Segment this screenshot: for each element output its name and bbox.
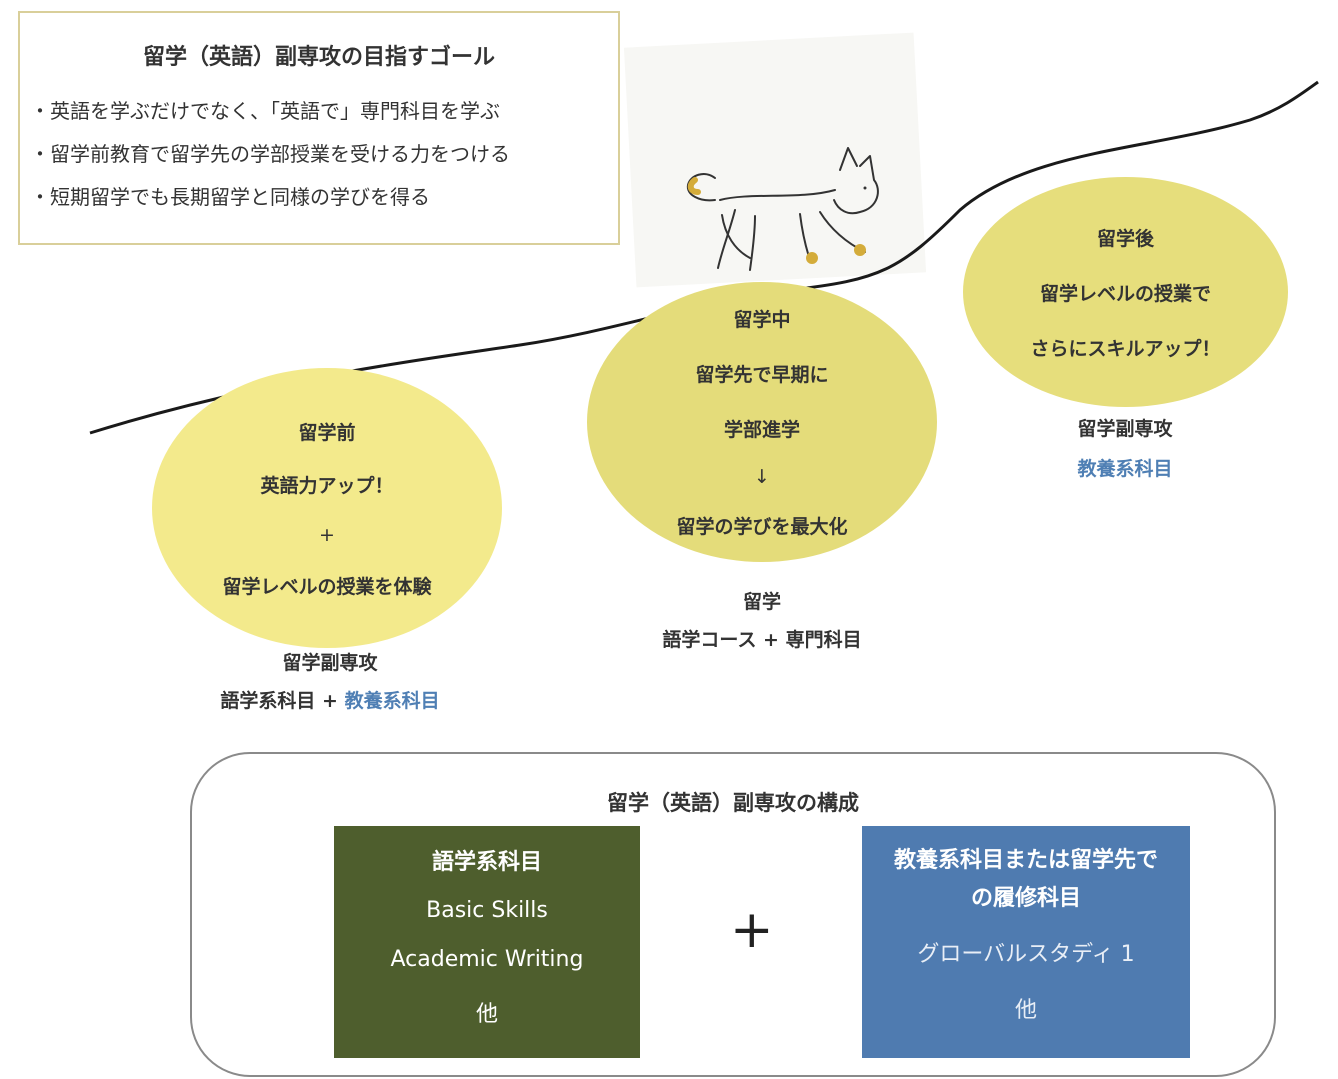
structure-title: 留学（英語）副専攻の構成: [607, 791, 859, 815]
stage-after-line: さらにスキルアップ！: [1030, 337, 1221, 360]
language-course-item: Basic Skills: [426, 898, 548, 923]
stage-before-line: 留学レベルの授業を体験: [222, 575, 432, 598]
stage-before-caption: 語学系科目 + 教養系科目: [180, 686, 480, 713]
stage-during-arrow: ↓: [754, 466, 770, 488]
goal-item: ・短期留学でも長期留学と同様の学びを得る: [30, 185, 430, 209]
caption-blue-text: 教養系科目: [344, 690, 440, 712]
liberal-arts-course-item: グローバルスタディ 1: [917, 942, 1135, 967]
structure-container: [190, 752, 1276, 1077]
stage-during-caption-title: 留学: [742, 591, 781, 613]
language-course-item: 他: [475, 1002, 498, 1027]
liberal-arts-courses-box: 教養系科目または留学先での履修科目 グローバルスタディ 1 他: [862, 826, 1190, 1058]
liberal-arts-courses-title: 教養系科目または留学先での履修科目: [893, 848, 1158, 911]
stage-before-line: 英語力アップ！: [260, 474, 394, 497]
stage-during-line: 学部進学: [723, 419, 800, 441]
stage-before-ellipse: 留学前 英語力アップ！ + 留学レベルの授業を体験: [152, 368, 502, 648]
stage-after-caption-blue: 教養系科目: [1077, 458, 1173, 480]
stage-before-plus: +: [319, 523, 335, 546]
language-course-item: Academic Writing: [390, 947, 584, 972]
goal-title: 留学（英語）副専攻の目指すゴール: [142, 45, 495, 70]
stage-during-ellipse: 留学中 留学先で早期に 学部進学 ↓ 留学の学びを最大化: [587, 282, 937, 562]
stage-during-line: 留学の学びを最大化: [676, 516, 848, 538]
stage-after-ellipse: 留学後 留学レベルの授業で さらにスキルアップ！: [963, 177, 1288, 407]
plus-sign: +: [730, 900, 774, 960]
goal-item: ・英語を学ぶだけでなく、「英語で」専門科目を学ぶ: [30, 99, 500, 123]
stage-after-title: 留学後: [1096, 227, 1154, 250]
stage-during-title: 留学中: [733, 309, 791, 331]
language-courses-box: 語学系科目 Basic Skills Academic Writing 他: [334, 826, 640, 1058]
liberal-arts-course-item: 他: [1014, 998, 1037, 1023]
stage-before-title: 留学前: [298, 421, 356, 444]
goal-box: 留学（英語）副専攻の目指すゴール ・英語を学ぶだけでなく、「英語で」専門科目を学…: [18, 11, 620, 245]
stage-after-caption-title: 留学副専攻: [1077, 418, 1173, 440]
caption-green-text: 語学系科目: [220, 690, 316, 712]
goal-item: ・留学前教育で留学先の学部授業を受ける力をつける: [30, 142, 510, 166]
stage-before-caption-title: 留学副専攻: [282, 652, 378, 674]
language-courses-title: 語学系科目: [431, 850, 542, 875]
cat-icon: [686, 147, 879, 271]
caption-plus: +: [315, 690, 345, 712]
stage-during-line: 留学先で早期に: [695, 364, 829, 386]
stage-during-caption-sub: 語学コース + 専門科目: [662, 629, 862, 651]
stage-after-line: 留学レベルの授業で: [1039, 282, 1211, 305]
